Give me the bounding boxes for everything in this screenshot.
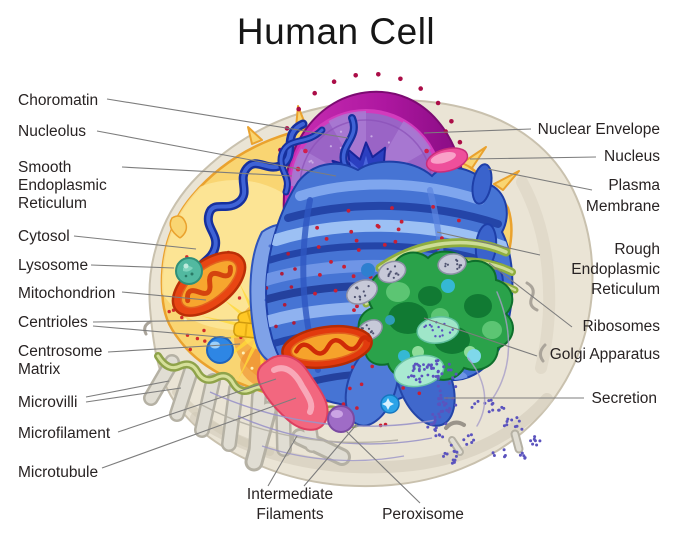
leader-microvilli-2 [85,387,182,403]
label-rough-retic: Reticulum [591,281,660,298]
label-microvilli: Microvilli [18,394,77,411]
label-plasma: Plasma [608,177,660,194]
label-golgi: Golgi Apparatus [550,346,661,363]
vesicle-stipple-dots [353,258,463,338]
mitochondrion-illustration [171,147,469,370]
leader-golgi [423,317,538,357]
label-centrosome: Centrosome [18,343,102,360]
leader-nuclear-envelope [423,128,532,134]
label-smooth-er-3: Reticulum [18,195,87,212]
lysosome-illustration [175,257,203,285]
membrane-hooks [143,281,547,430]
leader-centrosome [107,343,241,353]
leader-centrioles-2 [92,325,232,339]
label-smooth-er-2: Endoplasmic [18,177,107,194]
label-nucleus: Nucleus [604,148,660,165]
secretion-illustration [380,354,542,465]
leader-peroxisome [345,430,421,504]
leader-rough-er [436,231,541,256]
label-centrioles: Centrioles [18,314,88,331]
golgi-vesicles [346,253,481,363]
label-nuclear-envelope: Nuclear Envelope [538,121,660,138]
pink-lysosome-blob [256,354,329,431]
label-nucleolus: Nucleolus [18,123,86,140]
leader-plasma-membrane [487,168,593,191]
leader-microvilli-1 [85,380,170,398]
label-cytosol: Cytosol [18,228,70,245]
leader-microtubule [101,397,297,469]
label-intermediate: Intermediate [247,486,333,503]
label-ribosomes: Ribosomes [582,318,660,335]
leader-lines [73,98,597,504]
leader-smooth-er [121,166,293,177]
leader-cytosol [73,235,197,250]
label-peroxisome: Peroxisome [382,506,464,523]
leader-nucleolus [96,130,337,177]
label-smooth-er-1: Smooth [18,159,71,176]
label-matrix: Matrix [18,361,60,378]
golgi-apparatus-illustration [346,238,519,381]
label-microfilament: Microfilament [18,425,111,442]
labels: Human Cell Choromatin Nucleolus Smooth E… [18,11,660,523]
pink-organelle-capsule [425,147,469,173]
label-filaments: Filaments [256,506,323,523]
label-rough: Rough [614,241,660,258]
leader-mitochondrion [121,291,207,301]
vesicle-spheres [206,336,234,364]
leader-ribosomes [488,262,573,328]
label-chromatin: Choromatin [18,92,98,109]
label-mitochondrion: Mitochondrion [18,285,115,302]
leader-chromatin [106,98,349,139]
label-membrane: Membrane [586,198,660,215]
label-rough-endo: Endoplasmic [571,261,660,278]
page-title: Human Cell [237,11,435,52]
leader-nucleus [469,156,597,160]
leader-intermediate-1 [267,435,298,487]
leader-intermediate-2 [303,423,358,487]
peroxisome-illustration [327,405,355,433]
label-lysosome: Lysosome [18,257,88,274]
leader-microfilament [117,378,277,433]
leader-lysosome [90,264,175,269]
label-secretion: Secretion [592,390,657,407]
leader-centrioles-1 [92,319,240,323]
label-microtubule: Microtubule [18,464,98,481]
